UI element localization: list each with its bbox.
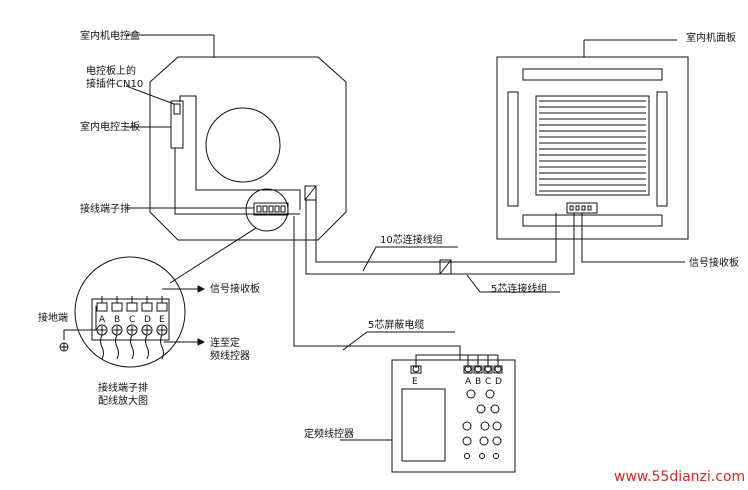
- controller-terminal-letter: A: [465, 377, 472, 387]
- controller-small-button: [464, 453, 470, 459]
- magnified-terminal-slot: [111, 302, 123, 312]
- label-connector-line2: 接插件CN10: [86, 77, 143, 90]
- magnified-terminal-wire: [145, 334, 149, 360]
- controller-button: [480, 421, 490, 431]
- controller-e-wire: [415, 354, 460, 368]
- magnified-terminal-slot: [96, 302, 108, 312]
- magnified-terminal-top: [96, 296, 168, 312]
- magnified-terminal-letter: C: [129, 315, 135, 325]
- cable-10core: [315, 193, 557, 263]
- label-to-controller-line1: 连至定: [210, 336, 240, 349]
- magnified-terminal-wire: [100, 334, 104, 360]
- terminal-strip-highlight: [245, 188, 289, 232]
- label-cable-5core: 5芯连接线组: [491, 282, 547, 295]
- panel-grille-lines: [539, 100, 646, 192]
- controller-button: [462, 436, 472, 446]
- indoor-control-box: [149, 56, 347, 241]
- leader-5core: [466, 274, 560, 293]
- controller-terminal-letter: C: [485, 377, 491, 387]
- label-connector-line1: 电控板上的: [86, 64, 136, 77]
- controller-terminal-E: E: [412, 377, 418, 387]
- controller-small-button: [479, 453, 485, 459]
- controller-button: [492, 421, 502, 431]
- controller-buttons: [462, 389, 502, 459]
- magnified-terminal-slot: [156, 302, 168, 312]
- arrowhead-signal: [197, 285, 206, 293]
- label-fixed-freq-controller: 定频线控器: [304, 427, 354, 440]
- leader-control-box: [126, 34, 215, 58]
- panel-louver-bottom: [522, 214, 663, 227]
- magnified-terminal-slot: [126, 302, 138, 312]
- panel-louver-top: [522, 68, 663, 81]
- label-cable-5core-shielded: 5芯屏蔽电缆: [368, 318, 424, 331]
- magnified-terminal-wire: [115, 334, 119, 360]
- label-cable-10core: 10芯连接线组: [380, 233, 443, 246]
- controller-button: [490, 404, 500, 414]
- indoor-panel: [496, 56, 689, 240]
- controller-button: [466, 389, 476, 399]
- controller-small-button: [493, 453, 499, 459]
- cable-5core-shielded: [293, 216, 461, 360]
- signal-receiver-pins: [569, 205, 592, 211]
- ground-symbol-cross: [60, 343, 68, 351]
- ferrite-filter-2-mark: [439, 259, 452, 275]
- controller-display: [401, 388, 446, 462]
- indoor-main-board: [170, 100, 184, 149]
- cn10-connector: [173, 103, 181, 115]
- panel-grille: [535, 95, 650, 196]
- internal-wire-2: [174, 148, 300, 215]
- controller-terminal-letter: D: [495, 377, 502, 387]
- leader-10core: [362, 246, 458, 272]
- label-terminal-enlarged-line2: 配线放大图: [98, 394, 148, 407]
- leader-shielded: [342, 331, 455, 351]
- controller-abcd-wires: [460, 354, 499, 368]
- magnified-terminal-letter: B: [114, 315, 120, 325]
- watermark: www.55dianzi.com: [614, 469, 745, 485]
- controller-terminal-letter: B: [475, 377, 481, 387]
- leader-signal: [581, 213, 685, 263]
- label-indoor-main-board: 室内电控主板: [80, 120, 140, 133]
- label-ground-terminal: 接地端: [38, 311, 68, 324]
- controller-button: [485, 389, 495, 399]
- panel-louver-right: [656, 91, 668, 207]
- internal-wire: [179, 95, 301, 210]
- controller-button: [492, 436, 502, 446]
- magnified-terminal-circle: [74, 256, 186, 368]
- label-signal-receiver-board-2: 信号接收板: [210, 282, 260, 295]
- panel-louver-left: [507, 91, 519, 207]
- label-to-controller-line2: 频线控器: [210, 349, 250, 362]
- ground-wire: [63, 306, 97, 340]
- label-indoor-control-box: 室内机电控盒: [80, 29, 140, 42]
- arrowhead-controller: [197, 338, 206, 346]
- magnified-terminal-letter: E: [159, 315, 165, 325]
- magnified-terminal-letter: D: [144, 315, 151, 325]
- terminal-strip-pins: [256, 205, 286, 213]
- magnified-terminal-wire: [130, 334, 134, 360]
- label-indoor-panel: 室内机面板: [686, 31, 736, 44]
- controller-button: [479, 436, 489, 446]
- leader-cn10: [125, 85, 175, 105]
- label-terminal-enlarged-line1: 接线端子排: [98, 381, 148, 394]
- controller-button: [476, 404, 486, 414]
- magnified-terminal-letter: A: [99, 315, 106, 325]
- magnified-terminal-screws: [96, 324, 168, 360]
- terminal-strip: [253, 202, 289, 216]
- label-signal-receiver-board: 信号接收板: [689, 256, 739, 269]
- ferrite-filter-1-mark: [304, 185, 317, 201]
- magnify-line: [169, 227, 257, 284]
- ferrite-filter-2: [439, 259, 452, 275]
- controller-button: [462, 421, 472, 431]
- label-terminal-block: 接线端子排: [80, 202, 130, 215]
- fan-circle: [205, 107, 281, 183]
- fixed-freq-controller: [391, 359, 516, 473]
- magnified-terminal-wire: [160, 334, 164, 360]
- magnified-terminal-slot: [141, 302, 153, 312]
